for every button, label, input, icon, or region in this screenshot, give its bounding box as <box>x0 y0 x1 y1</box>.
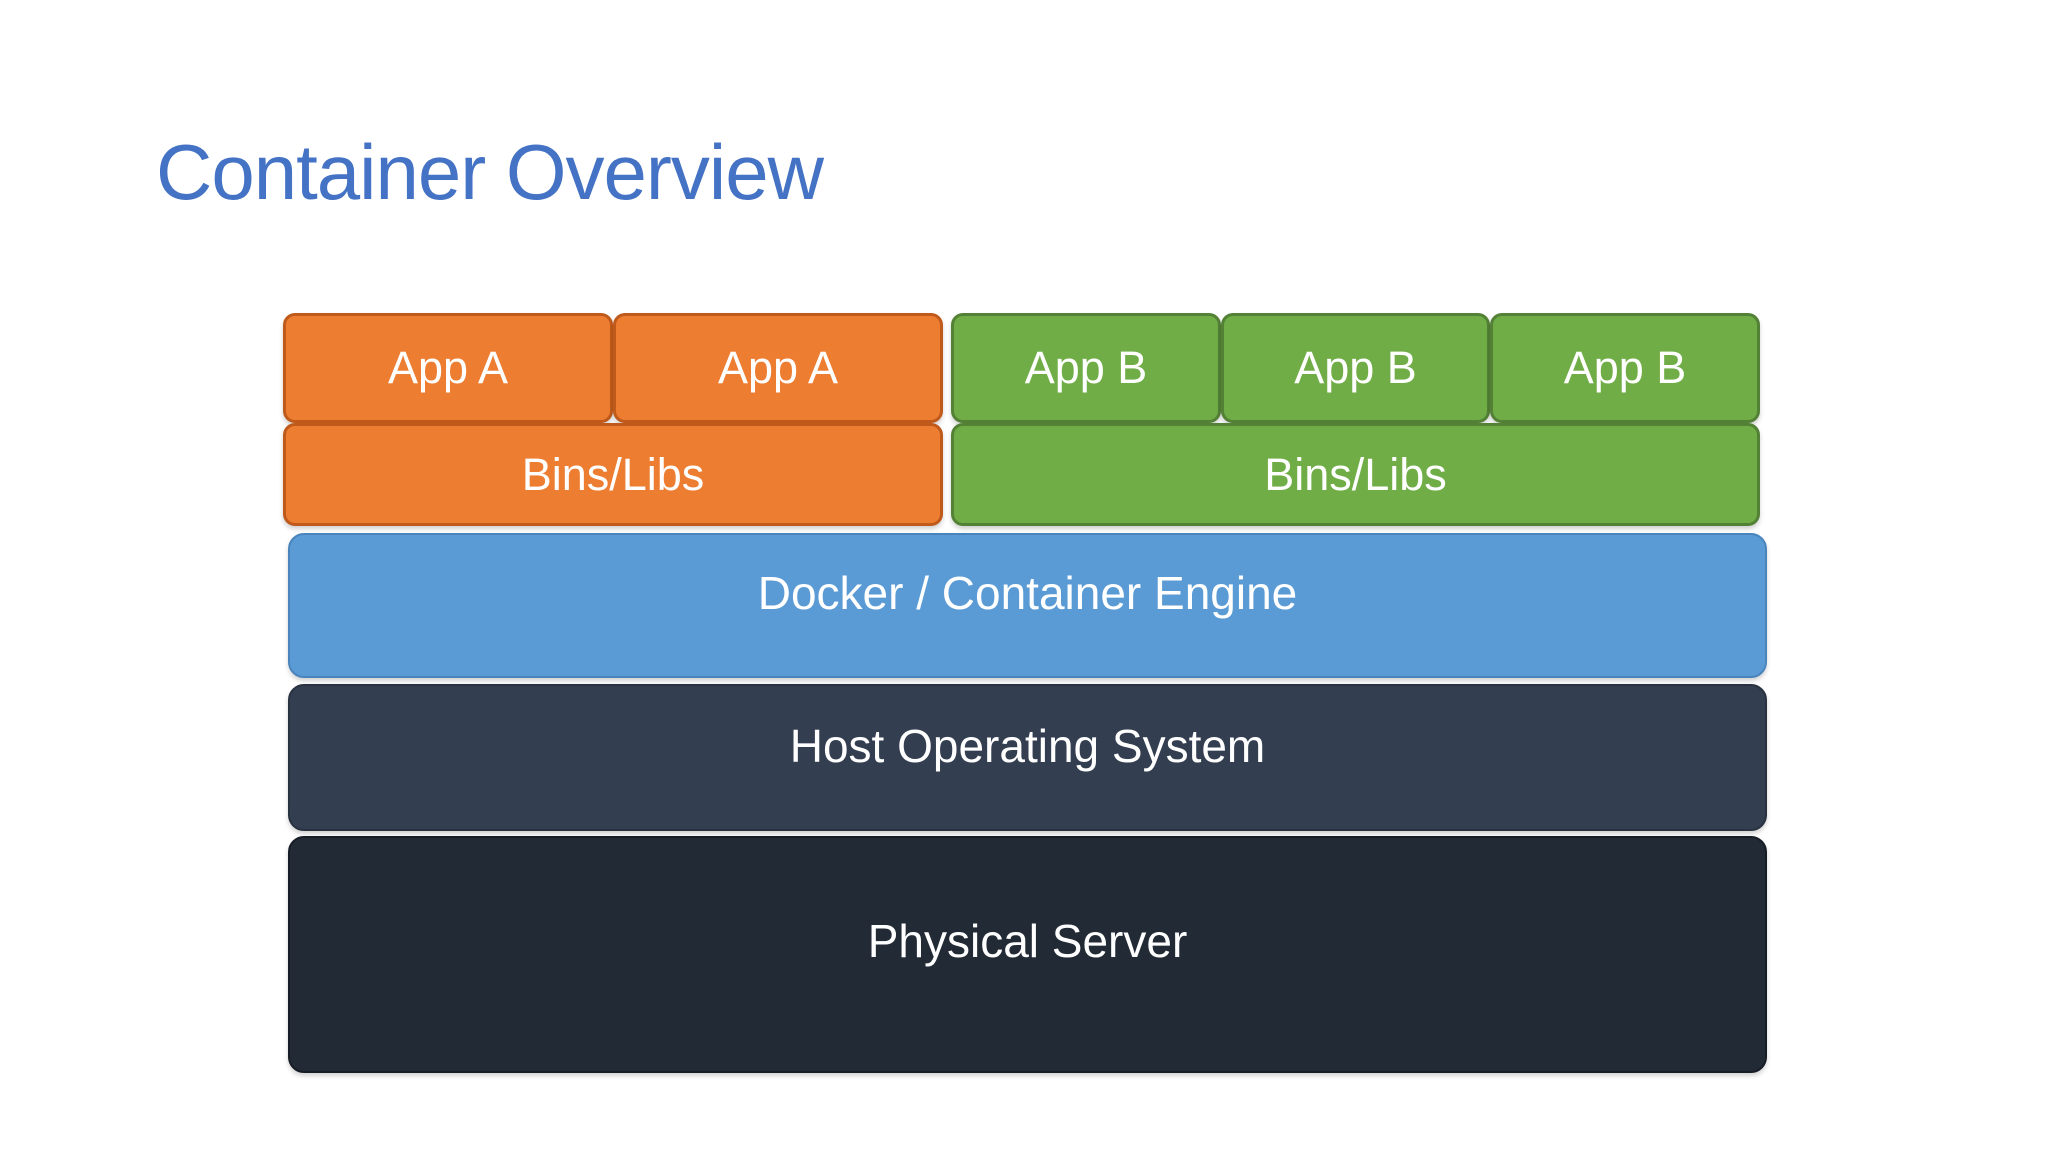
container-a-bins-libs-box: Bins/Libs <box>283 423 943 526</box>
container-b-app-box-2: App B <box>1221 313 1490 423</box>
container-b-app-box-3: App B <box>1490 313 1760 423</box>
container-a-app-box-1: App A <box>283 313 613 423</box>
container-a-app-box-2: App A <box>613 313 943 423</box>
container-b-app-box-1: App B <box>951 313 1221 423</box>
page-title: Container Overview <box>156 128 824 216</box>
physical-server-layer: Physical Server <box>288 836 1767 1073</box>
host-operating-system-layer: Host Operating System <box>288 684 1767 831</box>
container-b-bins-libs-box: Bins/Libs <box>951 423 1760 526</box>
docker-container-engine-layer: Docker / Container Engine <box>288 533 1767 678</box>
